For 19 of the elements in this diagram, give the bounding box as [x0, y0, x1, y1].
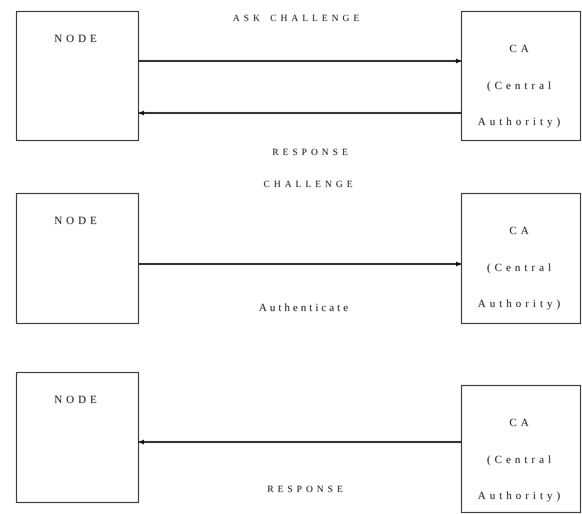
node-label: CA — [509, 418, 533, 429]
node-label: (Central Authority) — [476, 79, 566, 130]
arrow — [139, 110, 461, 116]
process-box — [461, 193, 581, 324]
process-box — [16, 11, 139, 141]
process-box — [16, 193, 139, 324]
node-label: NODE — [54, 395, 101, 406]
node-label: NODE — [54, 34, 101, 45]
arrow — [139, 440, 461, 444]
node-label: CA — [509, 44, 533, 55]
node-label: CA — [509, 226, 533, 237]
node-label: NODE — [54, 216, 101, 227]
process-box — [16, 372, 139, 503]
node-label: (Central Authority) — [476, 261, 566, 312]
process-box — [461, 385, 581, 513]
process-box — [461, 11, 581, 141]
node-label: (Central Authority) — [476, 453, 566, 504]
arrow — [139, 58, 461, 64]
arrow — [139, 262, 461, 266]
